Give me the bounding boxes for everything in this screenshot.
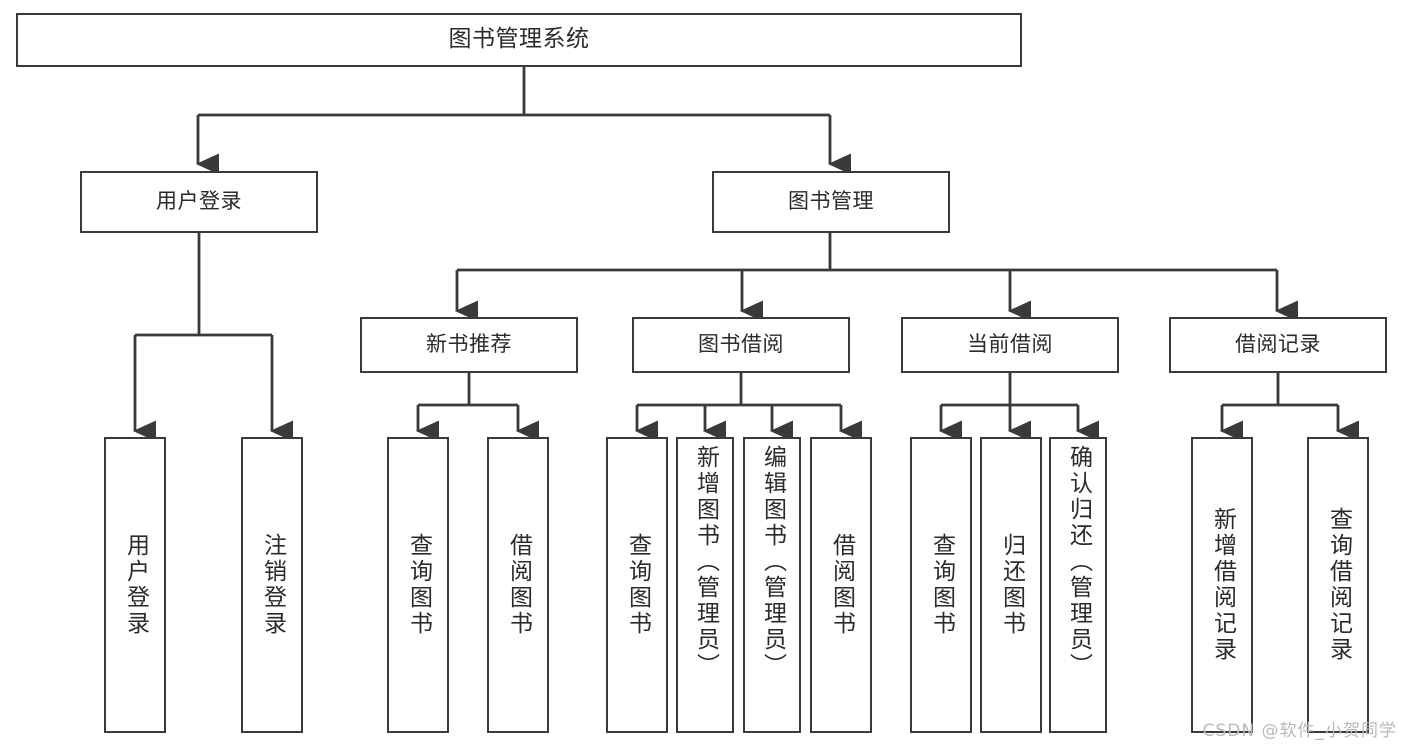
node-label: 查询图书 — [405, 533, 432, 637]
node-new-book-recommend[interactable]: 新书推荐 — [360, 317, 578, 373]
node-label: 图书借阅 — [698, 332, 784, 357]
node-label: 归还图书 — [998, 533, 1025, 637]
leaf-book-borrow-borrow-book[interactable]: 借阅图书 — [810, 437, 872, 733]
leaf-new-book-query-book[interactable]: 查询图书 — [387, 437, 449, 733]
node-label: 图书管理 — [788, 189, 874, 214]
node-label: 查询借阅记录 — [1325, 507, 1352, 663]
node-label: 编辑图书（管理员） — [759, 445, 786, 679]
node-label: 查询图书 — [928, 533, 955, 637]
node-label: 用户登录 — [156, 189, 242, 214]
leaf-borrow-record-add-record[interactable]: 新增借阅记录 — [1191, 437, 1253, 733]
node-label: 用户登录 — [122, 533, 149, 637]
node-label: 图书管理系统 — [448, 26, 590, 53]
node-label: 新增图书（管理员） — [692, 445, 719, 679]
leaf-borrow-record-query-record[interactable]: 查询借阅记录 — [1307, 437, 1369, 733]
leaf-current-borrow-return-book[interactable]: 归还图书 — [980, 437, 1042, 733]
node-label: 借阅图书 — [828, 533, 855, 637]
node-label: 新书推荐 — [426, 332, 512, 357]
node-user-login[interactable]: 用户登录 — [80, 171, 318, 233]
node-current-borrow[interactable]: 当前借阅 — [901, 317, 1119, 373]
node-root-book-management-system[interactable]: 图书管理系统 — [16, 13, 1022, 67]
leaf-current-borrow-query-book[interactable]: 查询图书 — [910, 437, 972, 733]
leaf-book-borrow-add-book-admin[interactable]: 新增图书（管理员） — [676, 437, 734, 733]
node-label: 注销登录 — [259, 533, 286, 637]
leaf-book-borrow-query-book[interactable]: 查询图书 — [606, 437, 668, 733]
node-label: 新增借阅记录 — [1209, 507, 1236, 663]
node-label: 借阅图书 — [505, 533, 532, 637]
node-label: 当前借阅 — [967, 332, 1053, 357]
leaf-book-borrow-edit-book-admin[interactable]: 编辑图书（管理员） — [743, 437, 801, 733]
node-label: 查询图书 — [624, 533, 651, 637]
leaf-user-login-logout[interactable]: 注销登录 — [241, 437, 303, 733]
node-borrow-record[interactable]: 借阅记录 — [1169, 317, 1387, 373]
leaf-new-book-borrow-book[interactable]: 借阅图书 — [487, 437, 549, 733]
node-book-borrow[interactable]: 图书借阅 — [632, 317, 850, 373]
node-label: 确认归还（管理员） — [1065, 445, 1092, 679]
leaf-user-login-login[interactable]: 用户登录 — [104, 437, 166, 733]
leaf-current-borrow-confirm-return-admin[interactable]: 确认归还（管理员） — [1049, 437, 1107, 733]
node-book-management[interactable]: 图书管理 — [712, 171, 950, 233]
node-label: 借阅记录 — [1235, 332, 1321, 357]
csdn-watermark: CSDN @软件_小贺同学 — [1202, 721, 1397, 741]
